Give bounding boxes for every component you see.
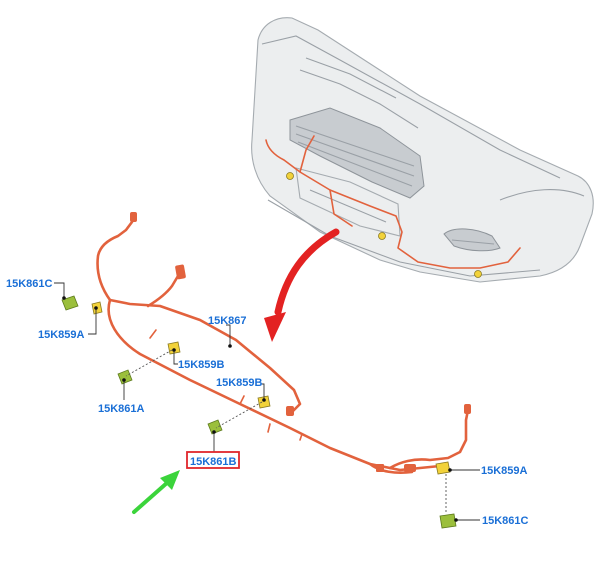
label-15k859b-1: 15K859B	[178, 359, 225, 371]
label-15k861c-bottom: 15K861C	[482, 515, 529, 527]
connector-15k859a-right	[435, 461, 451, 475]
sensor-15k861c-bottom	[439, 513, 457, 529]
label-15k859a-right: 15K859A	[481, 465, 528, 477]
label-15k861c-top: 15K861C	[6, 278, 53, 290]
front-bumper-illustration	[251, 17, 594, 283]
label-15k861a: 15K861A	[98, 403, 145, 415]
green-pointer-arrow	[132, 470, 180, 514]
wiring-harness-15k867	[96, 212, 471, 475]
sensor-parts	[61, 295, 457, 529]
part-labels: 15K861C 15K859A 15K867 15K859B 15K861A 1…	[6, 278, 529, 527]
sensor-15k861b	[207, 419, 223, 435]
label-15k861b: 15K861B	[190, 456, 237, 468]
label-15k859b-2: 15K859B	[216, 377, 263, 389]
highlight-box-15k861b	[186, 451, 240, 469]
label-15k867: 15K867	[208, 315, 247, 327]
leader-lines	[54, 282, 480, 522]
sensor-15k861c-top	[61, 295, 79, 311]
label-15k859a-left: 15K859A	[38, 329, 85, 341]
sensor-15k861a	[117, 369, 133, 385]
connector-15k859b-2	[257, 395, 271, 409]
red-pointer-arrow	[264, 228, 340, 342]
